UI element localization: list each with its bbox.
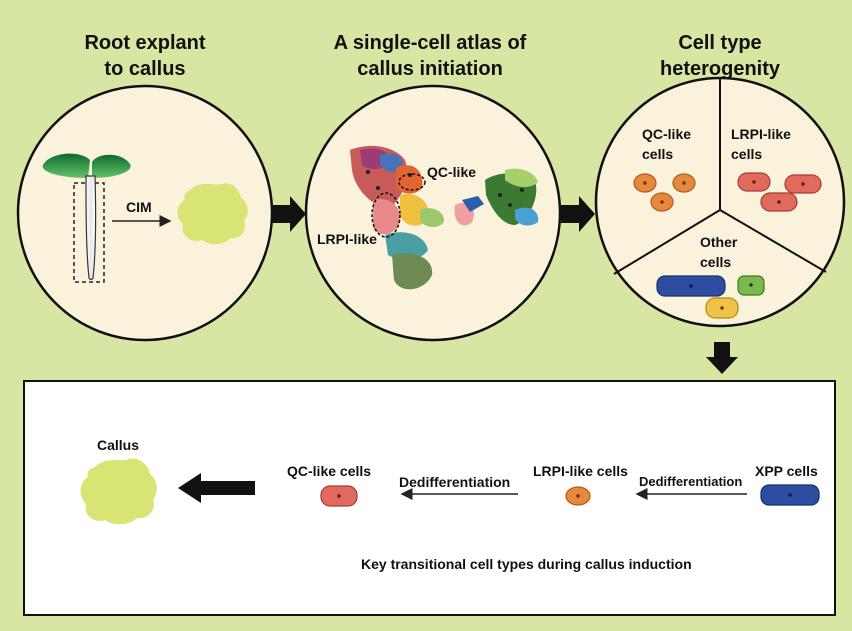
pathway-caption: Key transitional cell types during callu… [361, 556, 692, 572]
sector-other-line2: cells [700, 254, 732, 270]
sector-lrpi-line2: cells [731, 146, 763, 162]
other-cells-cluster [656, 275, 765, 319]
panel2-title-line1: A single-cell atlas of [333, 32, 527, 54]
pathway-lrpi-label: LRPI-like cells [533, 463, 628, 479]
block-arrow-1 [272, 196, 306, 232]
sector-other-line1: Other [700, 234, 738, 250]
pathway-graphics [80, 458, 820, 525]
cim-label: CIM [126, 199, 152, 215]
panel1-title-line2: to callus [104, 58, 186, 80]
pathway-callus-label: Callus [97, 437, 140, 453]
sector-qc-line1: QC-like [642, 126, 692, 142]
sector-qc-line2: cells [642, 146, 674, 162]
dedifferentiation-label-2: Dedifferentiation [639, 474, 743, 489]
block-arrow-2 [561, 196, 595, 232]
sector-other-label: Other cells [700, 232, 737, 272]
umap-plot [350, 145, 539, 290]
seedling-icon [42, 153, 131, 283]
panel1-title: Root explant to callus [40, 30, 250, 82]
panel2-title: A single-cell atlas of callus initiation [290, 30, 570, 82]
panel3-title: Cell type heterogenity [610, 30, 830, 82]
panel2-title-line2: callus initiation [357, 58, 503, 80]
dedifferentiation-label-1: Dedifferentiation [399, 474, 511, 490]
block-arrow-down [706, 342, 738, 374]
qc-like-cluster-label: QC-like [427, 164, 477, 180]
sector-lrpi-label: LRPI-like cells [731, 124, 791, 164]
lrpi-like-cluster-label: LRPI-like [317, 231, 377, 247]
sector-divider-right [719, 209, 827, 273]
panel1-title-line1: Root explant [84, 32, 206, 54]
pathway-qc-label: QC-like cells [287, 463, 372, 479]
pathway-callus-blob-icon [80, 458, 157, 525]
pathway-box: Callus QC-like cells Dedifferentiation L… [23, 380, 836, 616]
pathway-xpp-label: XPP cells [755, 463, 818, 479]
callus-blob-icon [177, 183, 248, 245]
sector-divider-left [613, 209, 721, 275]
pathway-block-arrow [178, 473, 255, 503]
panel3-title-line1: Cell type [678, 32, 762, 54]
qc-cells-cluster [633, 173, 696, 212]
sector-lrpi-line1: LRPI-like [731, 126, 791, 142]
sector-qc-label: QC-like cells [642, 124, 691, 164]
panel3-title-line2: heterogenity [659, 58, 781, 80]
lrpi-cells-cluster [737, 172, 822, 212]
